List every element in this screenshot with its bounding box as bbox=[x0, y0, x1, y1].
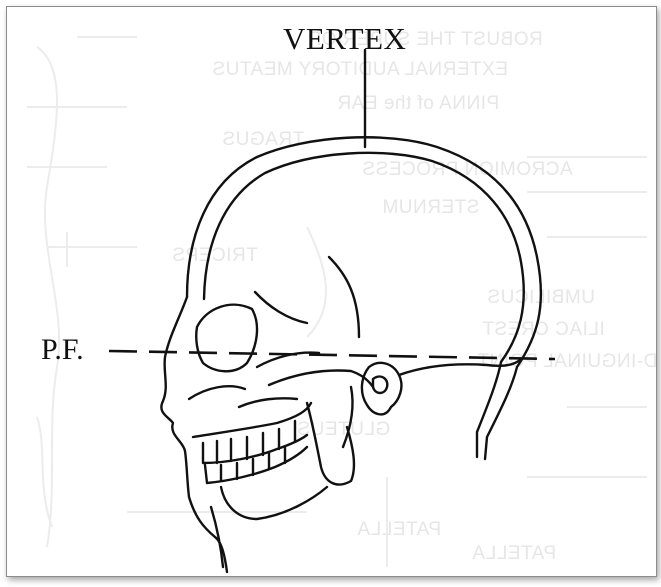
skull-diagram bbox=[7, 7, 656, 576]
diagram-frame: ROBUST THE SUPERIOR EXTERNAL AUDITORY ME… bbox=[6, 6, 657, 577]
orbit-lower-rim bbox=[189, 386, 245, 399]
temporal-line bbox=[255, 292, 307, 323]
mandible-lower bbox=[221, 487, 327, 519]
cheek-line bbox=[239, 398, 297, 407]
zygomatic-arch bbox=[269, 371, 373, 387]
skull-outline-outer bbox=[187, 137, 541, 459]
maxilla bbox=[193, 403, 311, 437]
ear-canal bbox=[373, 377, 387, 393]
lower-teeth bbox=[205, 447, 307, 483]
skull-outline-inner bbox=[204, 153, 524, 457]
chin bbox=[211, 507, 223, 567]
pf-dashed-line bbox=[109, 351, 555, 359]
pf-label: P.F. bbox=[41, 333, 84, 367]
mastoid-process bbox=[362, 363, 402, 415]
vertex-label: VERTEX bbox=[283, 21, 406, 57]
mandible bbox=[307, 403, 354, 485]
orbit-outline bbox=[196, 305, 257, 372]
temporal-fossa-line bbox=[329, 257, 359, 337]
